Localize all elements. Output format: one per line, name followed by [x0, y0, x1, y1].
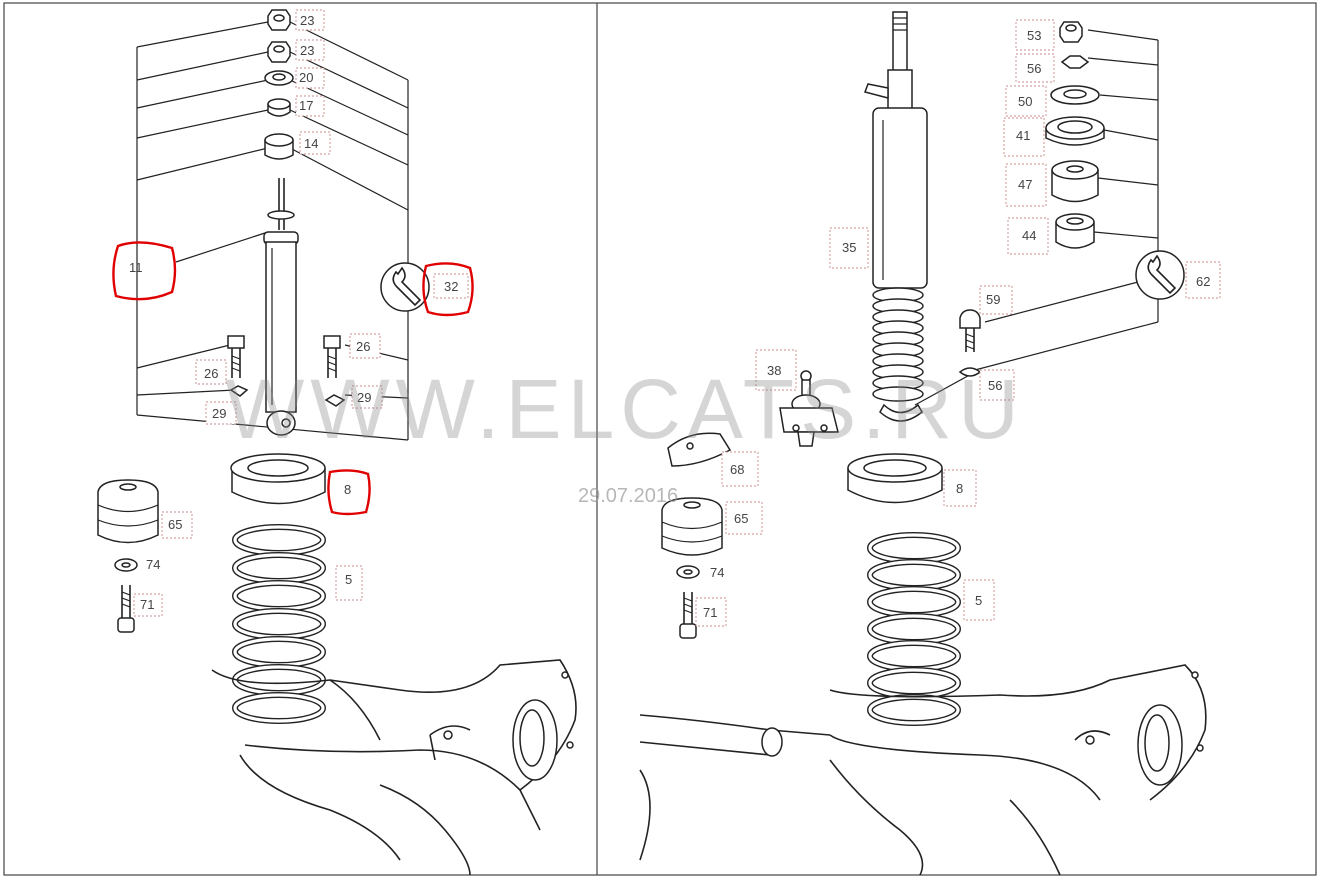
- label-38: 38: [767, 363, 781, 378]
- date-stamp: 29.07.2016: [578, 485, 678, 507]
- label-71-right: 71: [703, 605, 717, 620]
- right-labels: 53 56 50 41 47 44 35 62 59 56 38 68 8: [695, 19, 1221, 627]
- page-frame: [3, 2, 1317, 876]
- label-26a: 26: [204, 366, 218, 381]
- right-axle-arm: [639, 664, 1207, 876]
- spring-coil: [868, 533, 960, 563]
- label-65-right: 65: [734, 511, 748, 526]
- left-shock-absorber: [263, 178, 299, 436]
- right-ball-joint: [779, 370, 839, 447]
- spring-coil: [868, 614, 960, 644]
- spring-coil: [233, 665, 325, 695]
- right-pad-68: [667, 432, 732, 467]
- spring-coil: [868, 560, 960, 590]
- label-23a: 23: [300, 13, 314, 28]
- label-14: 14: [304, 136, 318, 151]
- left-coil-spring: [232, 524, 326, 724]
- label-44: 44: [1022, 228, 1036, 243]
- left-labels: 23 23 20 17 14 11 32 26 26 29 29 8 65 74: [129, 9, 469, 617]
- highlight-marks-left: [112, 241, 474, 516]
- label-53: 53: [1027, 28, 1041, 43]
- label-74-right: 74: [710, 565, 724, 580]
- left-bump-stop: [97, 479, 159, 633]
- spring-coil: [233, 525, 325, 555]
- label-11: 11: [129, 260, 143, 275]
- right-top-hardware: [1045, 21, 1105, 249]
- label-35: 35: [842, 240, 856, 255]
- label-59: 59: [986, 292, 1000, 307]
- right-strut: [864, 11, 928, 422]
- spring-coil: [868, 587, 960, 617]
- label-26b: 26: [356, 339, 370, 354]
- label-56a: 56: [1027, 61, 1041, 76]
- label-23b: 23: [300, 43, 314, 58]
- spring-coil: [233, 581, 325, 611]
- label-5-right: 5: [975, 593, 982, 608]
- label-17: 17: [299, 98, 313, 113]
- label-65-left: 65: [168, 517, 182, 532]
- left-diagram: 23 23 20 17 14 11 32 26 26 29 29 8 65 74: [97, 9, 577, 876]
- label-20: 20: [299, 70, 313, 85]
- bellows-fold: [872, 386, 924, 402]
- left-axle-arm: [211, 659, 577, 876]
- wrench-icon: [380, 262, 430, 312]
- spring-coil: [233, 609, 325, 639]
- label-32: 32: [444, 279, 458, 294]
- label-74-left: 74: [146, 557, 160, 572]
- spring-coil: [233, 693, 325, 723]
- label-68: 68: [730, 462, 744, 477]
- spring-coil: [868, 695, 960, 725]
- right-diagram: 53 56 50 41 47 44 35 62 59 56 38 68 8: [639, 11, 1221, 876]
- label-29b: 29: [357, 390, 371, 405]
- right-bolt: [958, 309, 982, 377]
- label-62: 62: [1196, 274, 1210, 289]
- label-8-left: 8: [344, 482, 351, 497]
- label-50: 50: [1018, 94, 1032, 109]
- watermark-text: WWW.ELCATS.RU: [225, 362, 1025, 456]
- label-29a: 29: [212, 406, 226, 421]
- spring-coil: [233, 637, 325, 667]
- label-5-left: 5: [345, 572, 352, 587]
- spring-coil: [233, 553, 325, 583]
- spring-coil: [868, 668, 960, 698]
- left-spring-pad: [230, 453, 326, 505]
- label-56b: 56: [988, 378, 1002, 393]
- right-bump-stop: [661, 497, 723, 639]
- right-coil-spring: [867, 532, 961, 726]
- spring-coil: [868, 641, 960, 671]
- wrench-icon: [1135, 250, 1185, 300]
- left-top-hardware: [264, 9, 294, 160]
- right-spring-pad: [847, 453, 943, 504]
- label-8-right: 8: [956, 481, 963, 496]
- label-47: 47: [1018, 177, 1032, 192]
- label-41: 41: [1016, 128, 1030, 143]
- label-71-left: 71: [140, 597, 154, 612]
- left-bolts: [227, 335, 346, 407]
